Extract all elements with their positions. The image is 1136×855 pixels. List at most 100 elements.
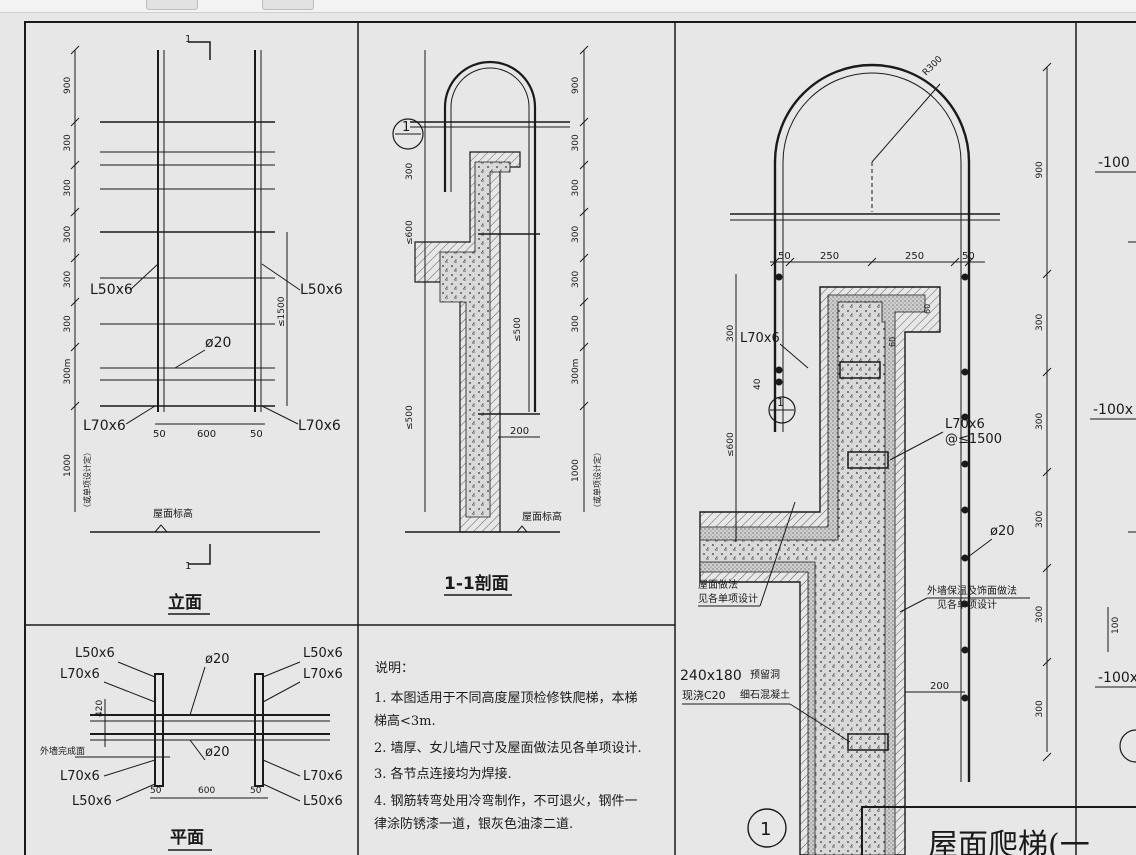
dimension-text: 300 (1035, 606, 1045, 623)
section-mark: 1 (185, 34, 191, 45)
dimension-text: 300 (1035, 700, 1045, 717)
angle-label: L70x6 (60, 667, 100, 682)
view-title-section: 1-1剖面 (444, 573, 509, 594)
note-item: 2. 墙厚、女儿墙尺寸及屋面做法见各单项设计. (374, 740, 642, 756)
angle-label: L70x6 (83, 418, 126, 434)
dimension-text: 300 (726, 325, 736, 342)
dimension-text: 200 (930, 681, 949, 692)
level-label: -100 (1098, 155, 1130, 171)
view-title-elevation: 立面 (168, 592, 202, 613)
dimension-tick (70, 207, 80, 217)
dimension-text: 50 (250, 429, 263, 440)
dimension-tick (964, 257, 974, 267)
dimension-text: 300m (571, 359, 581, 385)
dimension-tick (70, 253, 80, 263)
level-label: -100x (1098, 670, 1136, 686)
dimension-tick (70, 117, 80, 127)
roof-build-up-note: 屋面做法 (698, 578, 738, 591)
dimension-text: 300 (571, 226, 581, 243)
dimension-text: 300 (571, 134, 581, 151)
rebar-label: ø20 (205, 652, 230, 667)
dimension-text: 250 (820, 251, 839, 262)
title-block: 屋面爬梯(一 (861, 806, 1136, 855)
wall-finish-note: 外墙保温及饰面做法 (927, 584, 1017, 597)
dimension-note: （或单项设计定） (82, 448, 92, 512)
concrete-label: 细石混凝土 (740, 688, 790, 701)
spacing-label: @≤1500 (945, 432, 1002, 447)
note-item: 3. 各节点连接均为焊接. (374, 766, 512, 782)
dimension-tick (579, 297, 589, 307)
opening-size-label: 240x180 (680, 668, 742, 684)
roof-level-label: 屋面标高 (153, 507, 193, 520)
dimension-tick (579, 117, 589, 127)
dimension-tick (579, 401, 589, 411)
dimension-tick (1042, 62, 1052, 72)
dimension-text: 200 (510, 426, 529, 437)
dimension-tick (1042, 563, 1052, 573)
dimension-text: 100 (1111, 617, 1121, 634)
angle-label: L70x6 (303, 667, 343, 682)
note-item: 律涂防锈漆一道，银灰色油漆二道. (374, 816, 573, 832)
dimension-tick (70, 401, 80, 411)
note-item: 4. 钢筋转弯处用冷弯制作，不可退火，钢件一 (374, 793, 638, 809)
wall-section-hatch (414, 151, 521, 533)
dimension-text: 60 (923, 304, 932, 314)
dimension-tick (770, 257, 780, 267)
dimension-text: 250 (905, 251, 924, 262)
rebar-label: ø20 (990, 524, 1015, 539)
dimension-tick (1042, 269, 1052, 279)
dimension-text: 1000 (63, 454, 73, 477)
dimension-text: ≤500 (513, 317, 523, 342)
detail-wall-section (699, 286, 941, 855)
dimension-text: 900 (63, 77, 73, 94)
dimension-text: 50 (250, 786, 262, 796)
angle-label: L50x6 (300, 282, 343, 298)
dimension-text: 600 (198, 786, 215, 796)
section-mark: 1 (185, 561, 191, 572)
note-item: 1. 本图适用于不同高度屋顶检修铁爬梯，本梯 (374, 690, 638, 706)
viewer-toolbar (0, 0, 1136, 13)
dimension-text: 300 (1035, 511, 1045, 528)
wall-finish-note: 见各单项设计 (937, 598, 997, 611)
dimension-text: 50 (150, 786, 162, 796)
radius-label: R300 (921, 54, 945, 78)
dimension-note: （或单项设计定） (592, 448, 602, 512)
dimension-tick (785, 257, 795, 267)
dimension-text: 300 (571, 179, 581, 196)
dimension-text: 300 (1035, 413, 1045, 430)
detail-mark-number: 1 (760, 819, 771, 840)
dimension-text: 420 (95, 700, 105, 717)
roof-build-up-note: 见各单项设计 (698, 592, 758, 605)
dimension-text: 300 (571, 315, 581, 332)
dimension-text: 40 (753, 378, 763, 390)
toolbar-tab[interactable] (146, 0, 198, 10)
ladder-rungs (100, 121, 275, 407)
concrete-grade-label: 现浇C20 (682, 689, 726, 702)
dimension-text: 300m (63, 359, 73, 385)
level-label: -100x (1093, 402, 1133, 418)
sheet-frame (24, 21, 1136, 855)
detail-reference-number: 1 (777, 396, 784, 409)
dimension-tick (1042, 657, 1052, 667)
dimension-text: 50 (778, 251, 791, 262)
dimension-text: ≤500 (405, 405, 415, 430)
angle-label: L50x6 (72, 794, 112, 809)
angle-label: L70x6 (60, 769, 100, 784)
dimension-tick (70, 45, 80, 55)
angle-label: L70x6 (945, 417, 985, 432)
dimension-tick (950, 257, 960, 267)
angle-label: L50x6 (75, 646, 115, 661)
dimension-tick (579, 253, 589, 263)
dimension-text: 1000 (571, 459, 581, 482)
dimension-tick (579, 160, 589, 170)
toolbar-tab[interactable] (262, 0, 314, 10)
dimension-tick (1042, 752, 1052, 762)
notes-heading: 说明： (375, 661, 414, 676)
dimension-text: 600 (197, 429, 216, 440)
dimension-tick (70, 342, 80, 352)
angle-label: L50x6 (90, 282, 133, 298)
